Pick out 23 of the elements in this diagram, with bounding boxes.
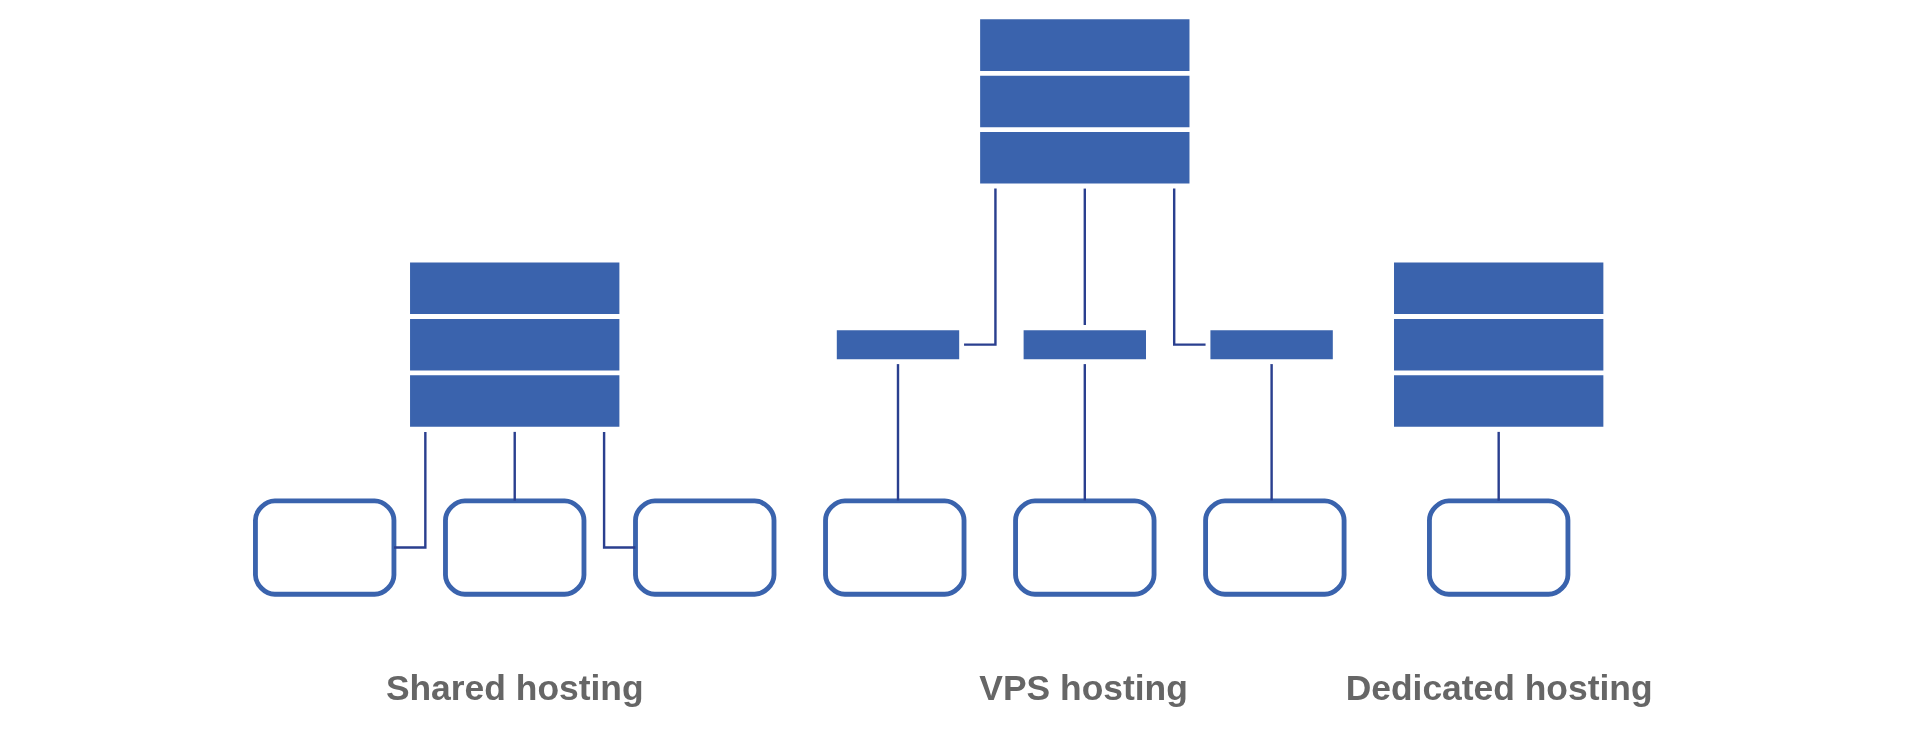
connector [602, 431, 636, 549]
node-server [1210, 330, 1333, 360]
connector [1173, 188, 1206, 346]
connector [1083, 364, 1086, 501]
connector [896, 364, 900, 501]
node-laptop [253, 498, 397, 597]
node-laptop [1427, 498, 1571, 597]
node-server [1023, 330, 1146, 360]
connector [513, 431, 516, 501]
node-server [836, 330, 960, 360]
connector [1497, 431, 1500, 501]
node-laptop [633, 498, 777, 597]
label: Shared hosting [385, 667, 644, 708]
node-laptop [443, 498, 587, 597]
node-laptop [823, 498, 967, 597]
connector [394, 431, 427, 549]
connector [964, 188, 997, 346]
connector [1270, 364, 1273, 501]
node-laptop [1013, 498, 1157, 597]
label: VPS hosting [979, 667, 1188, 708]
connector [1083, 188, 1086, 325]
node-laptop [1203, 498, 1347, 597]
label: Dedicated hosting [1345, 667, 1653, 708]
